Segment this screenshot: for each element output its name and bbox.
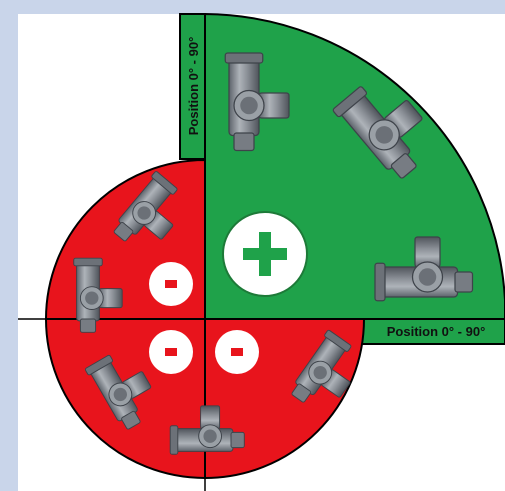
horizontal-position-label: Position 0° - 90° (387, 324, 486, 339)
minus-circle-icon (215, 330, 259, 374)
minus-circle-icon (149, 330, 193, 374)
plus-circle-icon (222, 211, 308, 297)
vertical-position-label: Position 0° - 90° (186, 37, 201, 136)
minus-circle-icon (149, 262, 193, 306)
vertical-label-strip (179, 13, 206, 160)
